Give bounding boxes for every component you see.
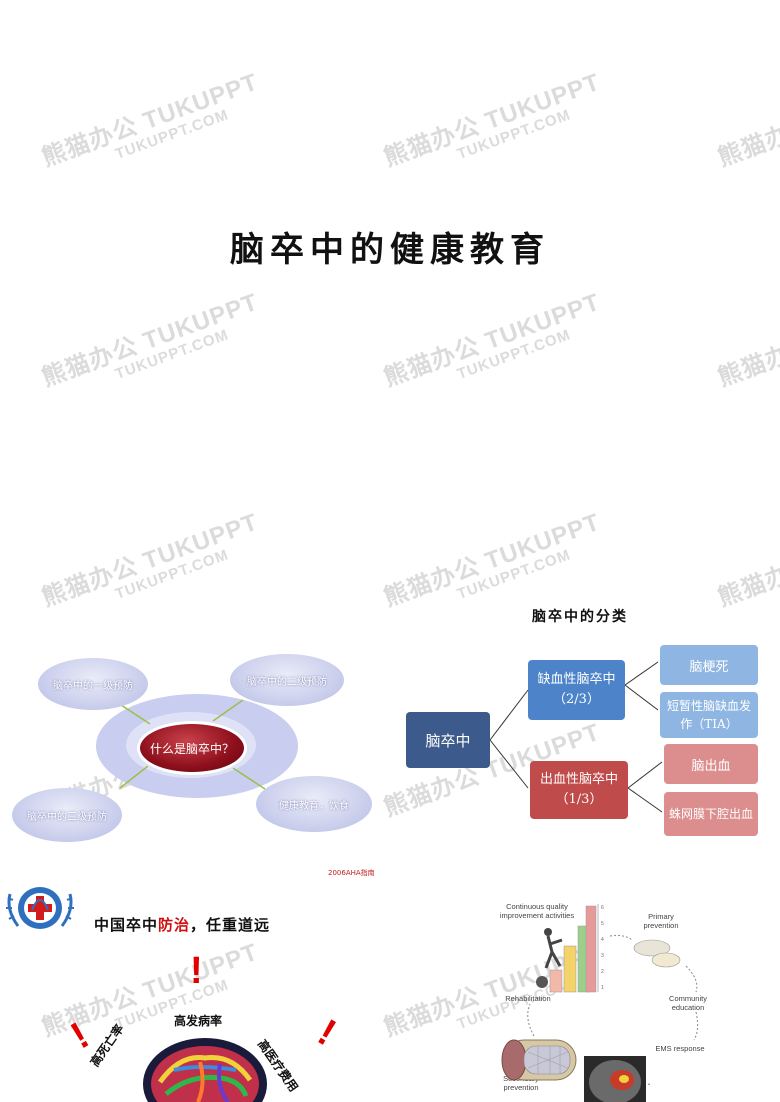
ischemic-stroke-box: 缺血性脑卒中 （2/3） — [528, 660, 625, 720]
tertiary-prevention-node: 脑卒中的三级预防 — [12, 788, 122, 842]
quality-bar-chart: 6 5 4 3 2 1 — [536, 904, 604, 993]
what-is-stroke-node: 什么是脑卒中？ — [140, 724, 244, 772]
watermark: 熊猫办公 TUKUPPT — [714, 289, 780, 392]
source-note: 2006AHA指南 — [328, 869, 375, 877]
svg-text:6: 6 — [601, 905, 604, 911]
quality-label: Continuous quality improvement activitie… — [499, 902, 575, 920]
high-incidence-label: 高发病率 — [174, 1014, 223, 1028]
brain-scan-icon — [584, 1056, 646, 1102]
classification-title: 脑卒中的分类 — [532, 609, 628, 625]
sah-box: 蛛网膜下腔出血 — [664, 792, 758, 836]
cerebral-infarction-box: 脑梗死 — [660, 645, 758, 685]
stroke-root-box: 脑卒中 — [406, 712, 490, 768]
rehabilitation-label: Rehabilitation — [505, 994, 551, 1003]
svg-text:5: 5 — [601, 921, 604, 927]
exclamation-icon: ! — [190, 950, 203, 992]
tia-box: 短暂性脑缺血发作（TIA） — [660, 692, 758, 738]
care-cycle-art: 6 5 4 3 2 1 — [501, 904, 699, 1102]
page-title: 脑卒中的健康教育 — [230, 230, 550, 270]
primary-prevention-node: 脑卒中的一级预防 — [38, 658, 148, 710]
community-education-label: Community education — [669, 994, 707, 1012]
exclamation-icon: ! — [310, 1011, 343, 1055]
secondary-prevention-node: 脑卒中的二级预防 — [230, 654, 344, 706]
pill-icon — [633, 939, 681, 968]
cerebral-hemorrhage-box: 脑出血 — [664, 744, 758, 784]
primary-prevention-label: Primary prevention — [643, 912, 679, 930]
artery-icon — [501, 1039, 577, 1081]
svg-text:2: 2 — [601, 969, 604, 975]
watermark: 熊猫办公 TUKUPPT — [714, 69, 780, 172]
health-education-node: 健康教育，饮食 — [256, 776, 372, 832]
svg-text:3: 3 — [601, 953, 604, 959]
ems-response-label: EMS response — [655, 1044, 705, 1053]
brain-image-icon — [143, 1038, 267, 1102]
tree-lines — [489, 661, 663, 813]
association-logo-icon — [6, 887, 74, 929]
slogan: 中国卒中防治，任重道远 — [94, 916, 271, 934]
hemorrhagic-stroke-box: 出血性脑卒中 （1/3） — [530, 761, 628, 819]
svg-text:4: 4 — [601, 937, 604, 943]
svg-text:1: 1 — [601, 985, 604, 991]
watermark: 熊猫办公 TUKUPPT — [714, 509, 780, 612]
connector-lines — [117, 699, 266, 790]
